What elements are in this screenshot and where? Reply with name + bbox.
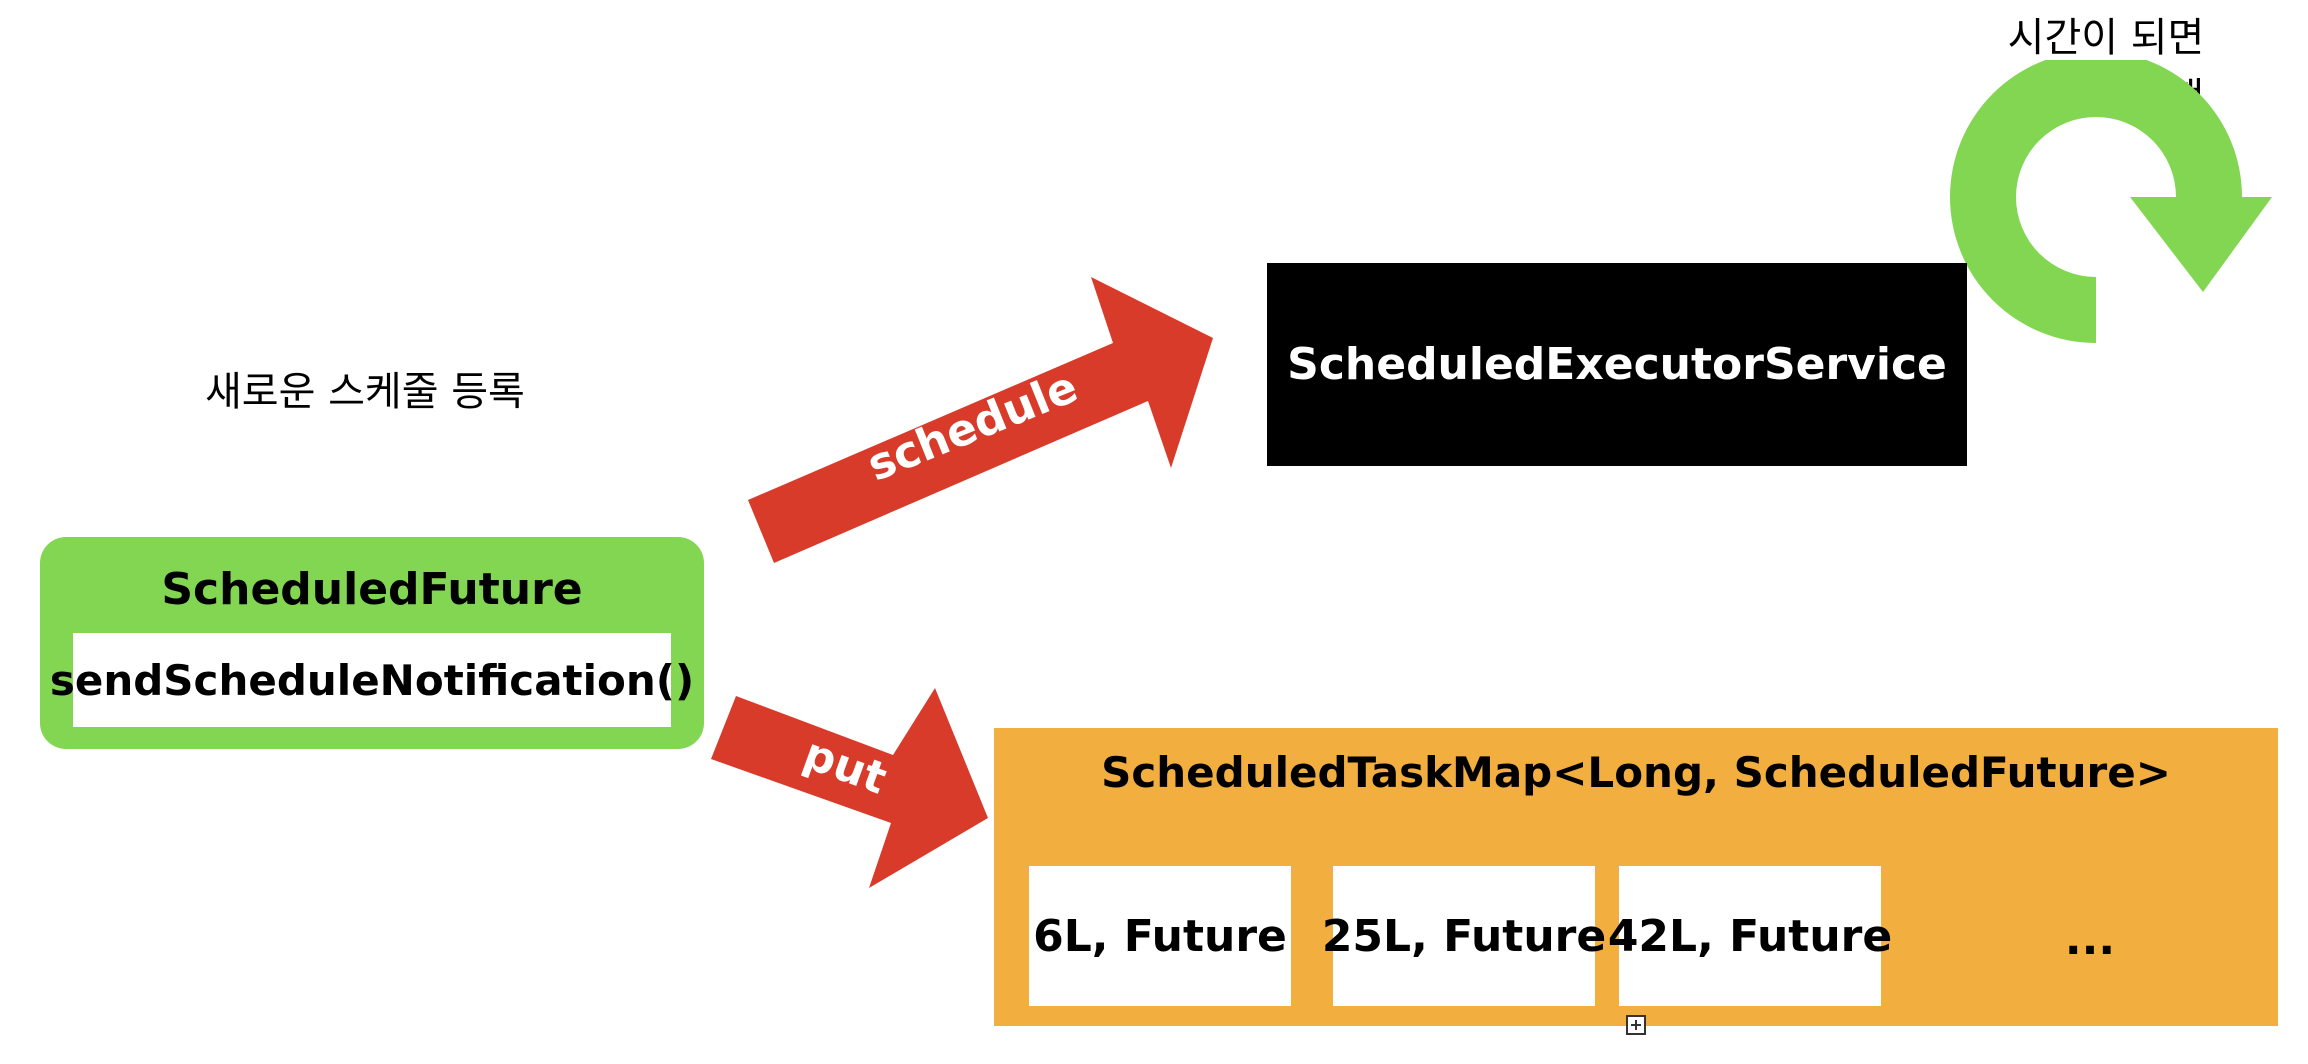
schedule-arrow: schedule [748, 277, 1213, 563]
send-schedule-notification-method: sendScheduleNotification() [50, 633, 694, 727]
auto-run-label-line1: 시간이 되면 [2007, 15, 2205, 61]
scheduled-task-map-title: ScheduledTaskMap<Long, ScheduledFuture> [1101, 748, 2171, 797]
task-map-entry: 42L, Future [1608, 866, 1892, 1006]
cycle-arrow-icon [1950, 60, 2272, 343]
expand-handle-icon[interactable] [1626, 1015, 1646, 1035]
task-map-entry: 25L, Future [1322, 866, 1606, 1006]
register-schedule-label: 새로운 스케줄 등록 [205, 369, 525, 415]
task-map-entry: 6L, Future [1029, 866, 1291, 1006]
scheduled-future-title: ScheduledFuture [161, 564, 583, 615]
scheduled-executor-service-box: ScheduledExecutorService [1267, 263, 1967, 466]
put-arrow: put [711, 688, 988, 888]
task-map-more-ellipsis: ... [2064, 914, 2116, 965]
